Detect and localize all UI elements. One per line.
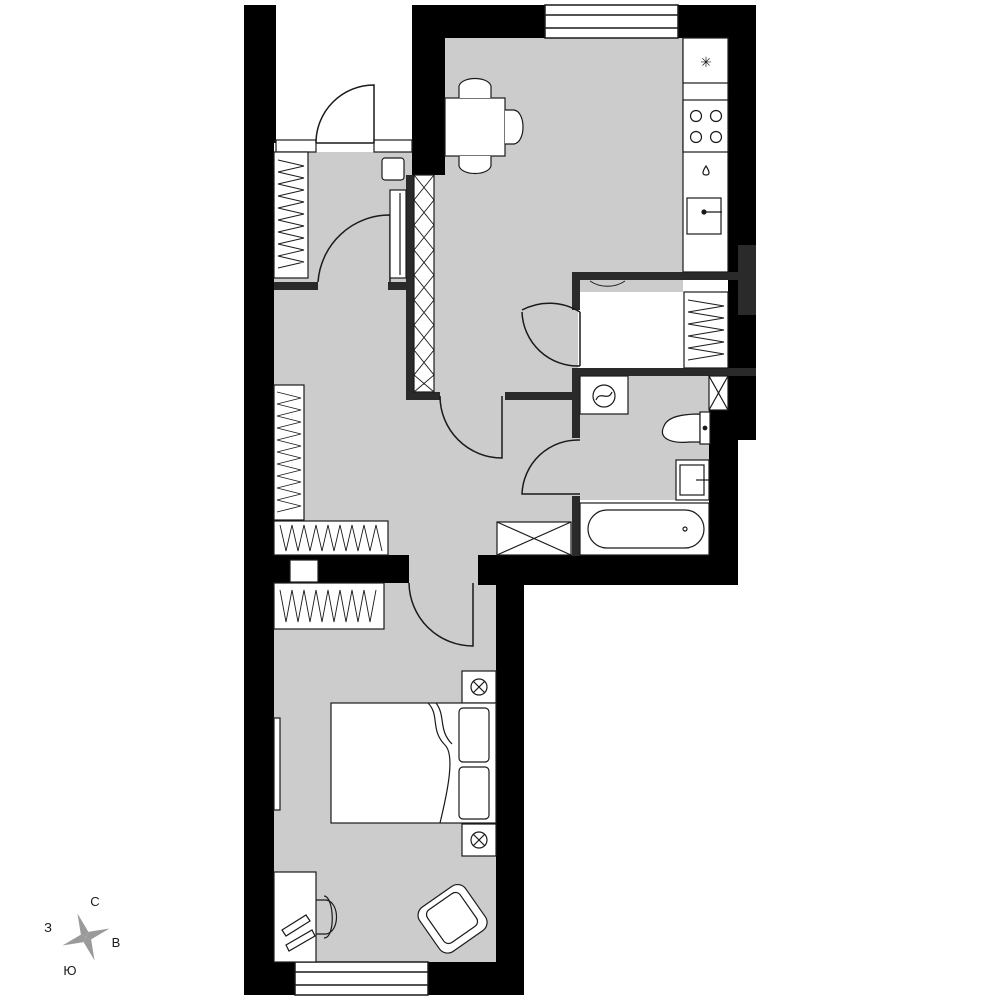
bedroom-furniture (273, 582, 497, 963)
partition-storage-left (572, 272, 580, 310)
wall-hall-bedroom (244, 555, 409, 583)
desk-chair (316, 899, 338, 935)
wall-bedroom-right (496, 555, 524, 995)
fridge-icon (682, 37, 729, 84)
floor-kitchen (445, 38, 683, 272)
balcony-floor (276, 5, 412, 143)
wall-left (244, 5, 274, 995)
hallway-furniture (273, 151, 572, 583)
wall-top-left-kitchen (445, 5, 545, 38)
door-bath-swing (521, 439, 581, 495)
wardrobe-icon (273, 151, 309, 279)
compass-south: Ю (63, 963, 76, 978)
wardrobe-icon (683, 291, 729, 369)
compass-north: С (90, 894, 99, 909)
hall-cabinet (389, 189, 407, 279)
pillow-icon (458, 766, 490, 820)
interior-partitions (274, 175, 756, 556)
partition-storage-bath (572, 368, 756, 376)
partition-right-small (738, 245, 756, 315)
wall-hall-bedroom-right (478, 555, 524, 583)
chair-right (505, 109, 524, 145)
lamp-icon (281, 914, 316, 952)
tall-cabinet (413, 174, 435, 393)
door-kitchen-swing (439, 395, 503, 459)
wall-kitchen-notch (412, 143, 445, 175)
door-bedroom-swing (408, 582, 474, 647)
dining-table-icon (444, 97, 506, 157)
switch-panel-icon (289, 559, 319, 583)
partition-bath-left-lower (572, 496, 580, 556)
wall-right-upper (728, 5, 756, 440)
blanket-fold (427, 702, 451, 824)
partition-bath-left-upper (572, 368, 580, 438)
partition-hall-bath (505, 392, 580, 400)
doors (317, 214, 581, 647)
partition-hall-wardrobe (274, 282, 318, 290)
compass-east: В (112, 935, 121, 950)
toilet-icon (661, 413, 701, 443)
desk-icon (273, 871, 317, 963)
stove-icon (682, 99, 729, 153)
door-hall-swing (317, 214, 391, 283)
bathroom-fixtures (579, 375, 729, 556)
chair-bottom (458, 156, 492, 175)
exterior-walls (244, 5, 756, 995)
balcony (275, 5, 413, 153)
kitchen-furniture: ✳ (444, 37, 729, 273)
compass-west: З (44, 920, 52, 935)
balcony-jamb-right (373, 139, 413, 153)
partition-hall-wardrobe-right (388, 282, 410, 290)
door-storage-swing (521, 302, 581, 367)
windows (294, 4, 679, 996)
window-kitchen (544, 4, 679, 39)
partition-kitchen-storage (572, 272, 756, 280)
chair-top (458, 77, 492, 98)
partition-kitchen-hall-bottom (406, 392, 440, 400)
storage-furniture (589, 280, 729, 369)
washing-machine-icon (579, 375, 629, 415)
compass-rose-icon (62, 913, 110, 961)
wall-balcony-top (244, 5, 276, 143)
drop-icon (702, 164, 710, 176)
sink-icon (686, 197, 722, 235)
balcony-jamb-left (275, 139, 317, 153)
pillow-icon (458, 707, 490, 763)
balcony-door-swing (315, 84, 375, 144)
compass: С З В Ю (44, 894, 120, 978)
wardrobe-icon (273, 582, 385, 630)
window-bedroom (294, 961, 429, 996)
shoe-rack-icon (381, 157, 405, 181)
armchair-icon (417, 883, 488, 954)
svg-text:✳: ✳ (700, 55, 712, 71)
wall-panel (273, 717, 281, 811)
